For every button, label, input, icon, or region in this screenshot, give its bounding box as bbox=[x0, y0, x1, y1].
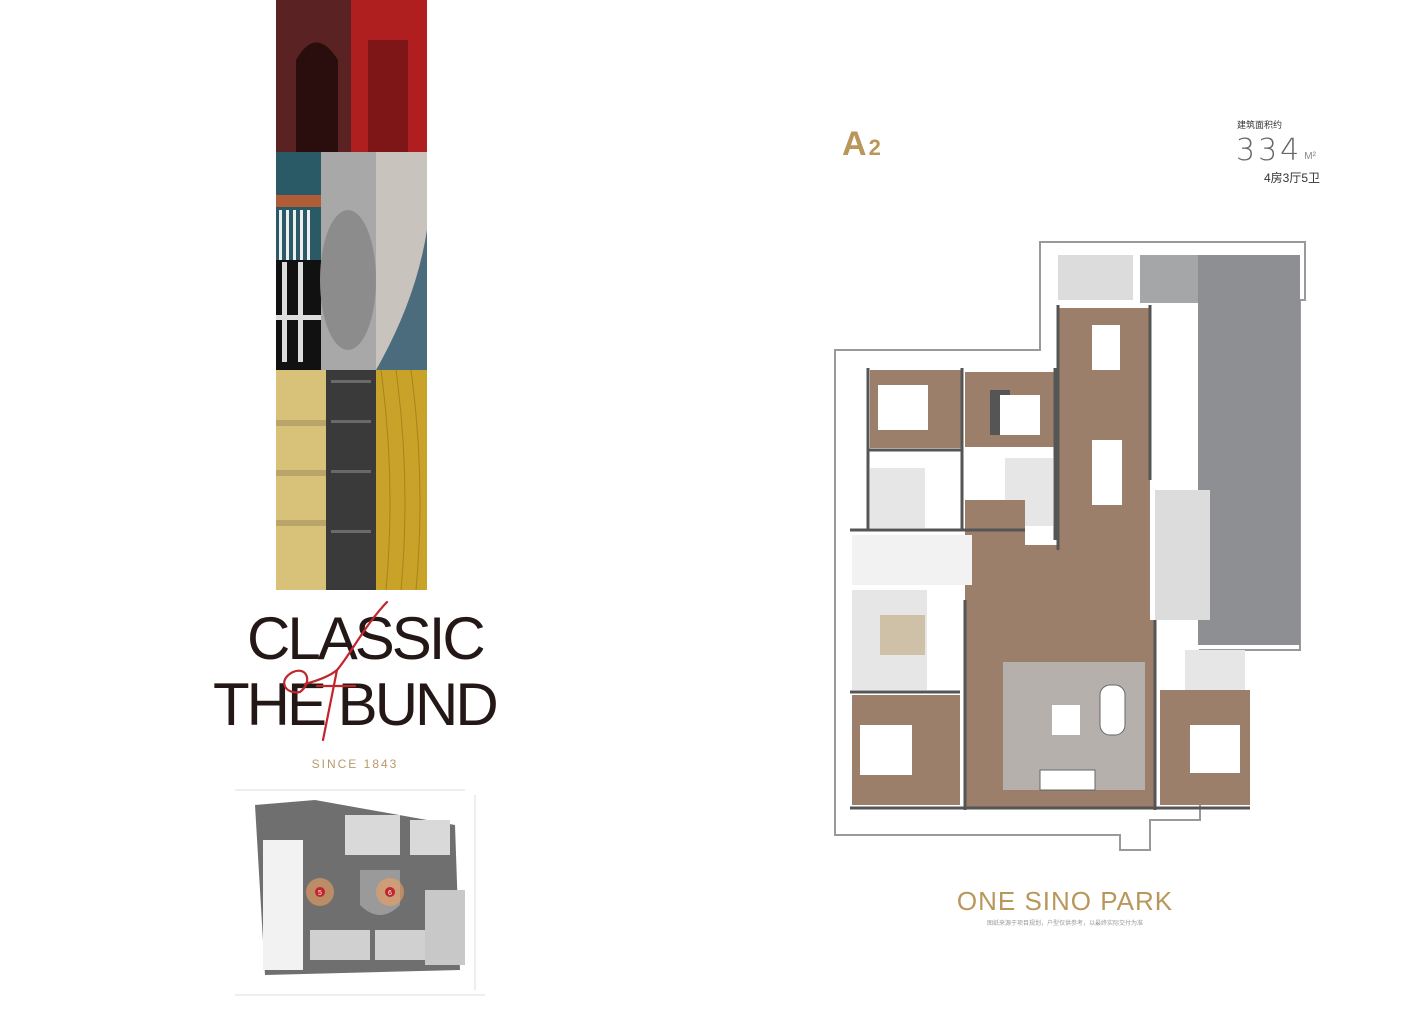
logo-line-2: THE BUND bbox=[213, 671, 499, 738]
area-label: 建筑面积约 bbox=[1237, 120, 1283, 130]
building-marker-6: 6 bbox=[388, 890, 392, 897]
brand-disclaimer: 图纸来源于项目规划，户型仅供参考，以最终实际交付为准 bbox=[986, 921, 1143, 927]
site-plan-map: 5 6 bbox=[235, 789, 485, 996]
brand-name: ONE SINO PARK bbox=[956, 886, 1174, 916]
tagline: SINCE 1843 bbox=[311, 757, 399, 771]
floor-plan bbox=[834, 241, 1306, 851]
area-unit: M² bbox=[1304, 151, 1316, 162]
unit-code-number: 2 bbox=[868, 135, 881, 160]
stair-core bbox=[1198, 255, 1300, 645]
room-layout: 4房3厅5卫 bbox=[1264, 171, 1321, 185]
unit-code: A2 bbox=[842, 124, 881, 168]
area-value: 334 bbox=[1236, 133, 1303, 168]
logo-line-1: CLASSIC bbox=[247, 605, 486, 672]
area-row: 334 M² bbox=[1236, 134, 1316, 168]
classic-of-the-bund-logo: CLASSIC THE BUND bbox=[205, 600, 505, 750]
material-collage-image bbox=[276, 0, 427, 590]
logo-script-of-drawing bbox=[283, 600, 389, 742]
building-marker-5: 5 bbox=[318, 890, 322, 897]
unit-code-letter: A bbox=[842, 125, 867, 163]
